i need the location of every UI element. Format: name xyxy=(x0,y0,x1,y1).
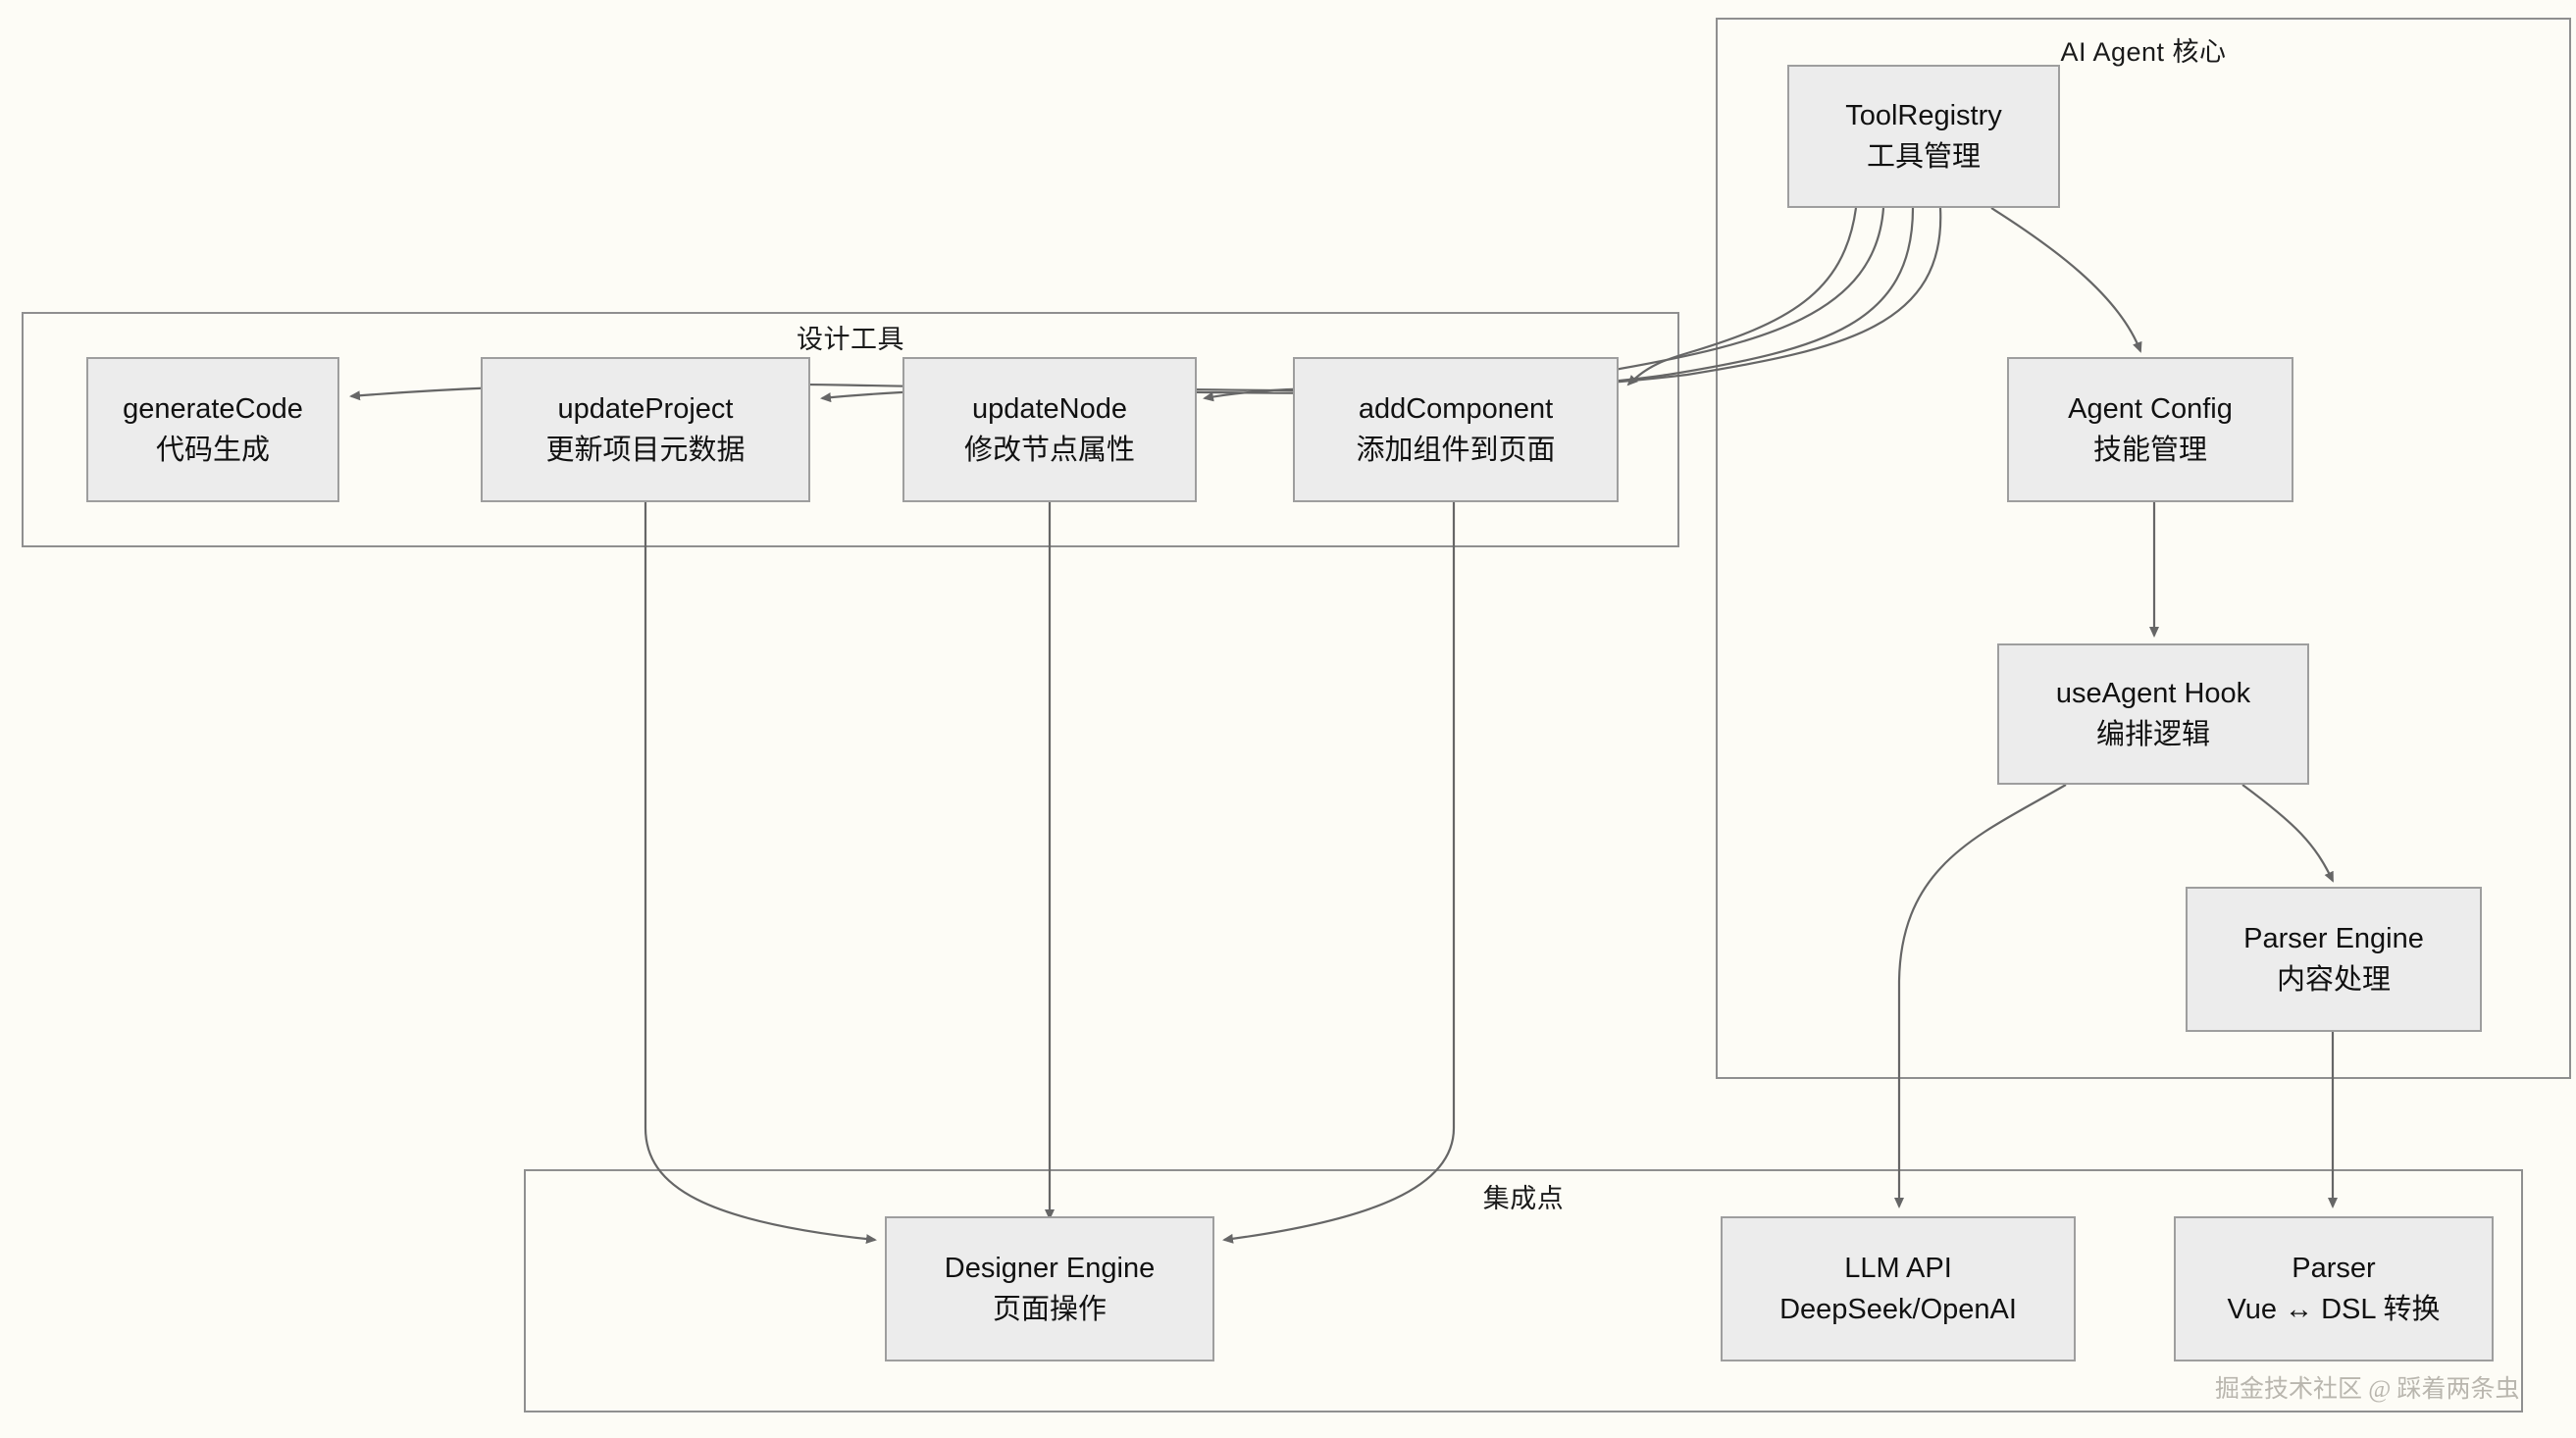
node-generate-code-line2: 代码生成 xyxy=(155,435,270,466)
node-agent-config-line1: Agent Config xyxy=(2068,392,2233,425)
node-add-component-line2: 添加组件到页面 xyxy=(1356,435,1556,466)
node-update-project-line2: 更新项目元数据 xyxy=(545,435,746,466)
node-use-agent-hook-line2: 编排逻辑 xyxy=(2095,719,2210,750)
node-add-component[interactable]: addComponent 添加组件到页面 xyxy=(1293,357,1619,502)
node-parser[interactable]: Parser Vue ↔ DSL 转换 xyxy=(2174,1216,2494,1361)
node-update-node[interactable]: updateNode 修改节点属性 xyxy=(902,357,1197,502)
node-parser-engine[interactable]: Parser Engine 内容处理 xyxy=(2186,887,2482,1032)
cluster-integration-points xyxy=(524,1169,2523,1412)
node-designer-engine-line2: 页面操作 xyxy=(992,1294,1107,1325)
cluster-label-design-tools: 设计工具 xyxy=(797,325,904,354)
edge-updateproject-designerengine xyxy=(644,502,877,1245)
node-add-component-line1: addComponent xyxy=(1358,392,1554,425)
cluster-label-ai-agent-core: AI Agent 核心 xyxy=(2060,37,2227,67)
node-parser-line2: Vue ↔ DSL 转换 xyxy=(2227,1294,2441,1325)
node-llm-api[interactable]: LLM API DeepSeek/OpenAI xyxy=(1721,1216,2076,1361)
node-update-node-line2: 修改节点属性 xyxy=(963,435,1135,466)
node-designer-engine-line1: Designer Engine xyxy=(944,1252,1156,1284)
cluster-ai-agent-core xyxy=(1716,18,2571,1079)
node-use-agent-hook[interactable]: useAgent Hook 编排逻辑 xyxy=(1997,643,2309,785)
cluster-label-integration-points: 集成点 xyxy=(1482,1184,1565,1213)
node-tool-registry-line1: ToolRegistry xyxy=(1845,99,2002,131)
node-update-node-line1: updateNode xyxy=(971,392,1128,425)
node-designer-engine[interactable]: Designer Engine 页面操作 xyxy=(885,1216,1214,1361)
node-update-project-line1: updateProject xyxy=(557,392,734,425)
node-agent-config-line2: 技能管理 xyxy=(2092,435,2207,466)
watermark: 掘金技术社区 @ 踩着两条虫 xyxy=(2215,1376,2520,1403)
node-agent-config[interactable]: Agent Config 技能管理 xyxy=(2007,357,2293,502)
node-generate-code-line1: generateCode xyxy=(123,392,303,425)
node-generate-code[interactable]: generateCode 代码生成 xyxy=(86,357,339,502)
node-llm-api-line1: LLM API xyxy=(1844,1252,1952,1284)
node-parser-engine-line1: Parser Engine xyxy=(2243,922,2424,954)
node-parser-engine-line2: 内容处理 xyxy=(2276,964,2391,996)
node-tool-registry[interactable]: ToolRegistry 工具管理 xyxy=(1787,65,2060,208)
node-parser-line1: Parser xyxy=(2292,1252,2376,1284)
edge-addcomponent-designerengine xyxy=(1222,502,1456,1244)
node-llm-api-line2: DeepSeek/OpenAI xyxy=(1779,1294,2017,1325)
node-update-project[interactable]: updateProject 更新项目元数据 xyxy=(481,357,810,502)
node-use-agent-hook-line1: useAgent Hook xyxy=(2055,677,2251,709)
node-tool-registry-line2: 工具管理 xyxy=(1866,141,1981,173)
